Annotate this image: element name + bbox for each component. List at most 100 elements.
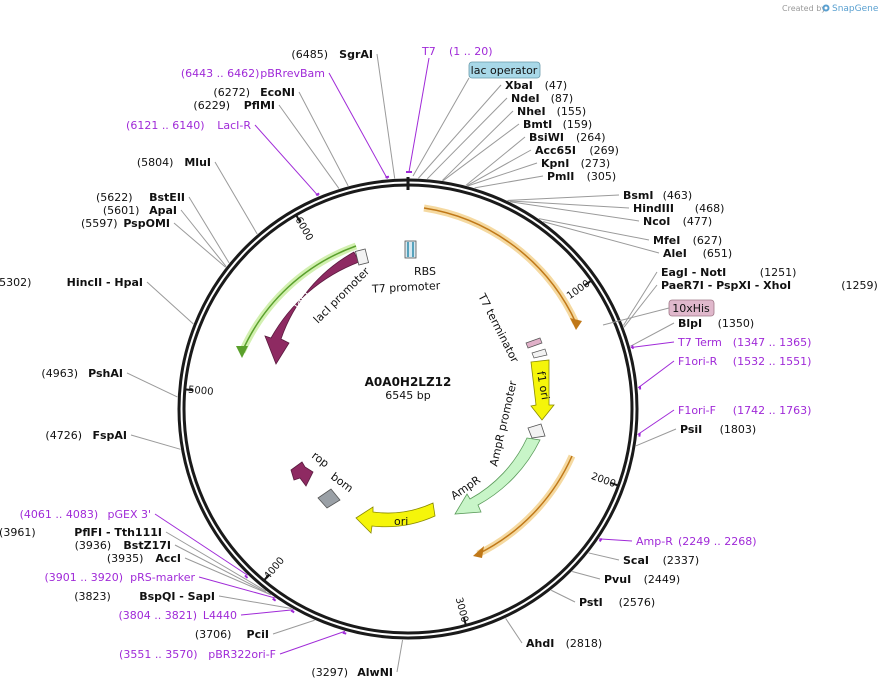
site-paer7i-pspxi-xhoi: PaeR7I - PspXI - XhoI xyxy=(661,279,791,292)
site-pshai: PshAI xyxy=(88,367,123,380)
plasmid-name: A0A0H2LZ12 xyxy=(365,375,452,389)
leader-l4440 xyxy=(240,609,294,616)
t7-primer-coord: (1 .. 20) xyxy=(449,45,493,58)
primer-t7-term: T7 Term xyxy=(677,336,722,349)
site-xbai: XbaI xyxy=(505,79,533,92)
laci-feature xyxy=(264,251,360,365)
site-eagi-noti: EagI - NotI xyxy=(661,266,726,279)
leader-pflmi xyxy=(278,104,340,189)
orf-arc-top-right xyxy=(423,204,580,325)
site-coord-ahdi: (2818) xyxy=(566,637,603,650)
rbs-label: RBS xyxy=(414,265,436,278)
leader-fspai xyxy=(130,434,181,450)
t7-terminator-label: T7 terminator xyxy=(475,291,522,366)
site-coord-xbai: (47) xyxy=(545,79,568,92)
site-coord-fspai: (4726) xyxy=(45,429,82,442)
tick-label-1000: 1000 xyxy=(565,278,592,302)
leader-pspomi xyxy=(173,222,226,268)
site-alei: AleI xyxy=(663,247,687,260)
primer-coord-f1ori-f: (1742 .. 1763) xyxy=(733,404,812,417)
leader-paer7i-pspxi-xhoi xyxy=(623,284,658,328)
ori-feature xyxy=(355,502,436,534)
leader-xbai xyxy=(418,84,502,179)
site-pspomi: PspOMI xyxy=(123,217,170,230)
site-ahdi: AhdI xyxy=(526,637,554,650)
site-scai: ScaI xyxy=(623,554,649,567)
leader-blpi xyxy=(630,322,675,347)
leader-t7-term xyxy=(630,341,675,349)
leader-prs-marker xyxy=(198,576,276,599)
t7-promoter-label: T7 promoter xyxy=(371,279,441,296)
orf-arc-bottom-right-line xyxy=(477,455,573,555)
leader-f1ori-r xyxy=(637,360,675,389)
leader-alei xyxy=(543,221,660,254)
tick-label-4000: 4000 xyxy=(262,555,287,582)
site-psti: PstI xyxy=(579,596,603,609)
leader-pcii xyxy=(272,619,315,635)
site-bmti: BmtI xyxy=(523,118,552,131)
leader-psii xyxy=(635,428,677,447)
site-sgrai: SgrAI xyxy=(339,48,373,61)
snapgene-brand: SnapGene xyxy=(832,4,879,14)
site-mlui: MluI xyxy=(184,156,211,169)
tick-mark-4000 xyxy=(263,573,270,582)
leader-pbrrevbam xyxy=(328,72,388,180)
ori-label: ori xyxy=(394,515,408,528)
leader-bspqi-sapi xyxy=(218,595,292,609)
site-coord-mfei: (627) xyxy=(693,234,723,247)
site-pflfi-tth111i: PflFI - Tth111I xyxy=(74,526,162,539)
leader-bsteii xyxy=(188,196,230,264)
primer-f1ori-r: F1ori-R xyxy=(678,355,718,368)
leader-alwni xyxy=(396,639,404,673)
primer-prs-marker: pRS-marker xyxy=(130,571,195,584)
snapgene-logo-icon xyxy=(822,4,830,12)
site-acc65i: Acc65I xyxy=(535,144,576,157)
ampr-promoter-label: AmpR promoter xyxy=(487,379,519,468)
laci-promoter-label: lacI promoter xyxy=(311,265,373,327)
primer-mark-prs-marker xyxy=(272,597,277,602)
site-coord-pvui: (2449) xyxy=(644,573,681,586)
site-alwni: AlwNI xyxy=(357,666,393,679)
site-coord-alei: (651) xyxy=(703,247,733,260)
ampr-feature xyxy=(454,437,541,515)
site-mfei: MfeI xyxy=(653,234,680,247)
primer-l4440: L4440 xyxy=(203,609,237,622)
leader-acci xyxy=(184,557,271,596)
site-coord-pmli: (305) xyxy=(587,170,617,183)
lac-operator-leader xyxy=(412,77,470,177)
site-bstz17i: BstZ17I xyxy=(123,539,171,552)
primer-coord-prs-marker: (3901 .. 3920) xyxy=(44,571,123,584)
site-bsiwi: BsiWI xyxy=(529,131,564,144)
orf-arc-bottom-right xyxy=(476,454,576,558)
leader-pvui xyxy=(572,571,601,580)
site-coord-econi: (6272) xyxy=(213,86,250,99)
site-pmli: PmlI xyxy=(547,170,574,183)
site-coord-bmti: (159) xyxy=(563,118,593,131)
leader-ndei xyxy=(426,97,508,180)
his-tag-leader xyxy=(602,307,670,326)
site-hincii-hpai: HincII - HpaI xyxy=(67,276,143,289)
bom-feature xyxy=(317,488,341,509)
rop-label: rop xyxy=(309,449,331,470)
site-coord-hincii-hpai: (5302) xyxy=(0,276,31,289)
site-coord-blpi: (1350) xyxy=(718,317,755,330)
site-fspai: FspAI xyxy=(92,429,127,442)
site-coord-sgrai: (6485) xyxy=(291,48,328,61)
tick-label-3000: 3000 xyxy=(453,596,470,623)
site-coord-pspomi: (5597) xyxy=(81,217,118,230)
leader-lines xyxy=(126,53,677,673)
site-coord-bsiwi: (264) xyxy=(576,131,606,144)
primer-coord-laci-r: (6121 .. 6140) xyxy=(126,119,205,132)
t7-primer-label: T7 xyxy=(421,45,436,58)
leader-laci-r xyxy=(254,124,319,197)
tick-mark-2000 xyxy=(610,481,619,487)
primer-coord-pgex-3: (4061 .. 4083) xyxy=(20,508,99,521)
site-coord-ncoi: (477) xyxy=(683,215,713,228)
site-coord-pflfi-tth111i: (3961) xyxy=(0,526,36,539)
laci-orf-arc-line xyxy=(241,245,357,353)
primer-amp-r: Amp-R xyxy=(636,535,673,548)
site-coord-pflmi: (6229) xyxy=(193,99,230,112)
primer-mark-l4440 xyxy=(290,609,295,614)
site-apai: ApaI xyxy=(149,204,177,217)
